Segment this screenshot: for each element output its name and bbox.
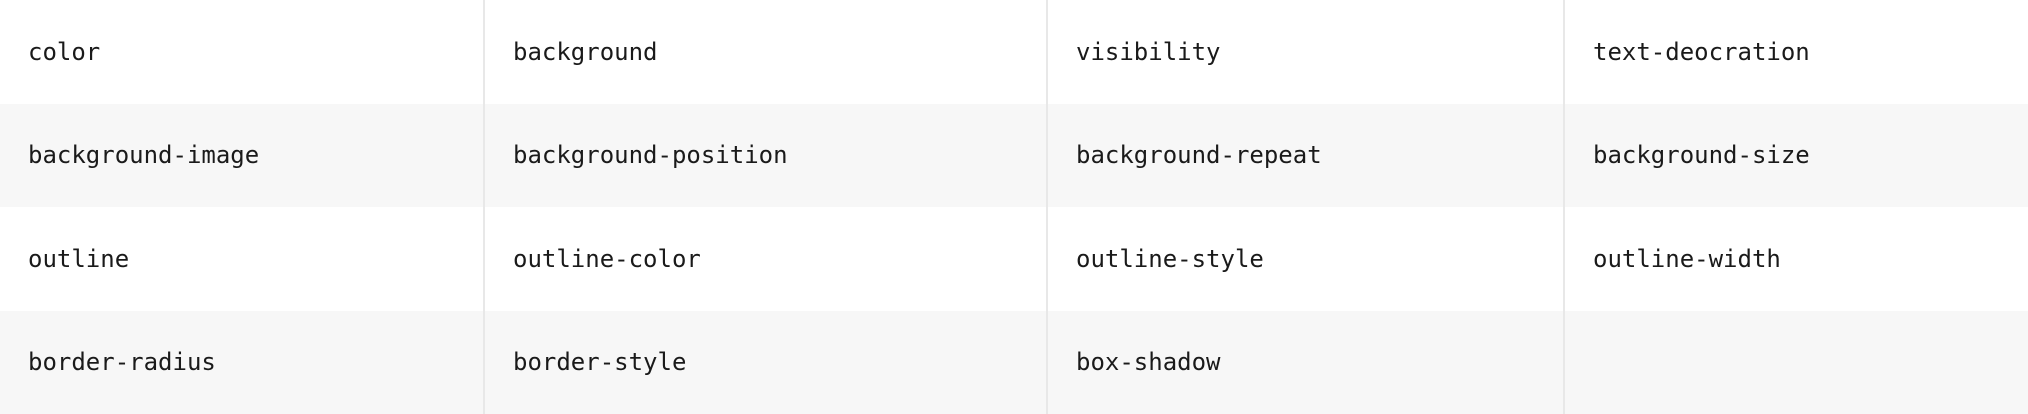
table-row: color background visibility text-deocrat…: [0, 0, 2028, 104]
property-cell: outline-style: [1048, 207, 1565, 311]
property-cell: background-repeat: [1048, 103, 1565, 207]
property-cell: background-size: [1593, 141, 1810, 170]
property-cell: background-image: [0, 103, 485, 207]
property-cell: border-style: [485, 310, 1048, 414]
property-cell: color: [0, 0, 485, 104]
property-cell: [1565, 311, 2028, 414]
table-row: border-radius border-style box-shadow: [0, 310, 2028, 414]
table-row: outline outline-color outline-style outl…: [0, 207, 2028, 311]
property-cell: background-position: [485, 103, 1048, 207]
property-cell: outline-width: [1593, 244, 1781, 273]
property-cell: border-radius: [0, 310, 485, 414]
property-cell: outline-color: [485, 207, 1048, 311]
property-cell: visibility: [1048, 0, 1565, 104]
property-cell: outline: [0, 207, 485, 311]
property-cell: text-deocration: [1593, 37, 1810, 66]
table-row: background-image background-position bac…: [0, 103, 2028, 207]
property-cell: background: [485, 0, 1048, 104]
property-cell: box-shadow: [1048, 310, 1565, 414]
